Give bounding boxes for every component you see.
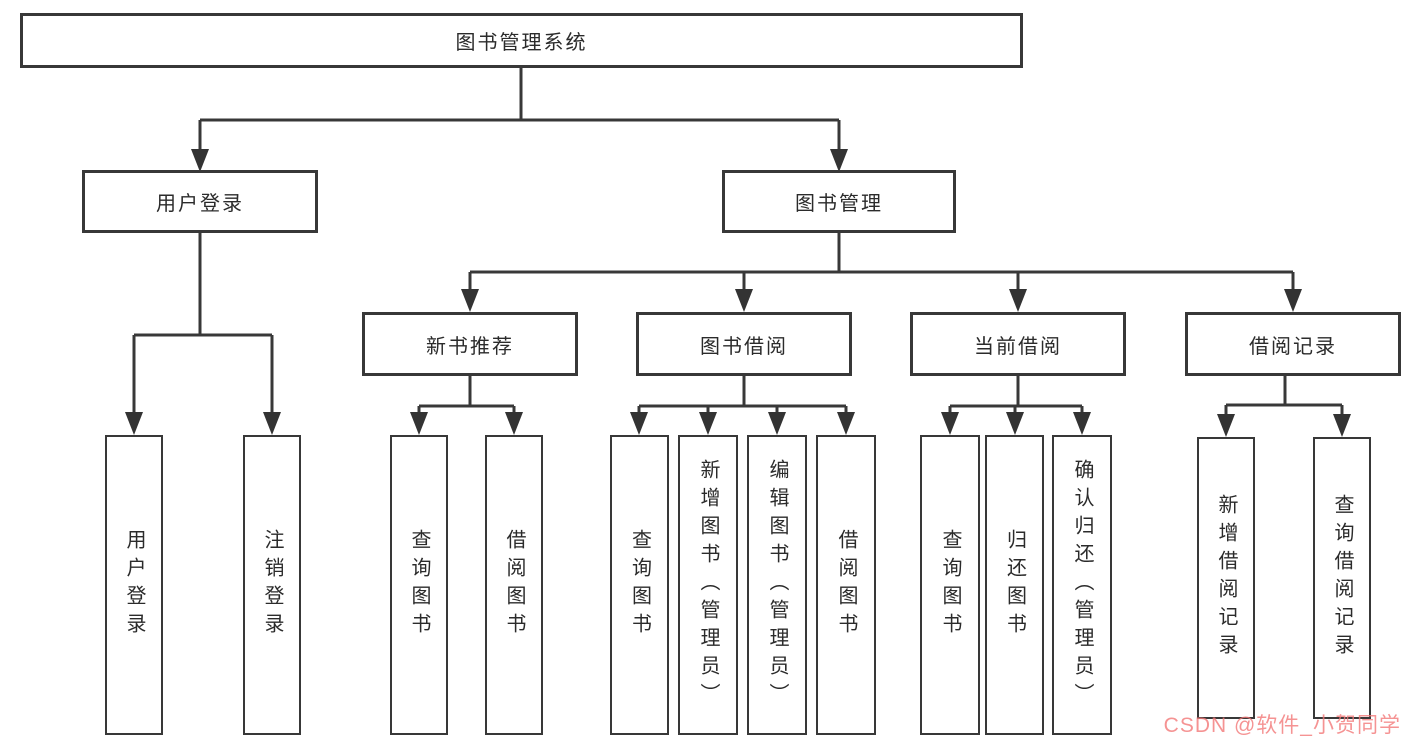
- arrowhead: [505, 412, 523, 435]
- node-current-borrowing: 当前借阅: [910, 312, 1126, 376]
- connector-borrowing-records: [1224, 376, 1344, 423]
- node-label: 注销登录: [261, 529, 283, 641]
- leaf-return-books: 归还图书: [985, 435, 1044, 735]
- node-label: 用户登录: [123, 529, 145, 641]
- arrowhead: [837, 412, 855, 435]
- node-new-book-recommendation: 新书推荐: [362, 312, 578, 376]
- leaf-query-books-borrowing: 查询图书: [610, 435, 669, 735]
- leaf-query-borrow-record: 查询借阅记录: [1313, 437, 1371, 719]
- node-label: 借阅记录: [1249, 335, 1337, 358]
- leaf-query-books-recommend: 查询图书: [390, 435, 448, 735]
- leaf-query-books-current: 查询图书: [920, 435, 980, 735]
- arrowhead: [941, 412, 959, 435]
- node-label: 查询图书: [939, 529, 961, 641]
- leaf-borrow-books: 借阅图书: [816, 435, 876, 735]
- node-label: 查询借阅记录: [1331, 494, 1353, 662]
- node-book-borrowing: 图书借阅: [636, 312, 852, 376]
- node-label: 用户登录: [156, 193, 244, 215]
- node-label: 新增借阅记录: [1215, 494, 1237, 662]
- arrowhead: [1333, 414, 1351, 437]
- node-borrowing-records: 借阅记录: [1185, 312, 1401, 376]
- arrowhead: [1073, 412, 1091, 435]
- arrowhead: [1284, 289, 1302, 312]
- arrowhead: [263, 412, 281, 435]
- leaf-add-borrow-record: 新增借阅记录: [1197, 437, 1255, 719]
- arrowhead: [410, 412, 428, 435]
- arrowheads: [125, 149, 1351, 437]
- node-library-management-system: 图书管理系统: [20, 13, 1023, 68]
- node-label: 图书借阅: [700, 335, 788, 358]
- connector-book-management: [468, 233, 1295, 300]
- node-label: 借阅图书: [835, 529, 857, 641]
- node-label: 新书推荐: [426, 335, 514, 358]
- arrowhead: [735, 289, 753, 312]
- leaf-add-books-admin: 新增图书（管理员）: [678, 435, 738, 735]
- leaf-user-login: 用户登录: [105, 435, 163, 735]
- node-label: 图书管理: [795, 193, 883, 215]
- watermark: CSDN @软件_小贺同学: [1163, 714, 1401, 737]
- arrowhead: [1009, 289, 1027, 312]
- connector-book-borrowing: [637, 376, 848, 421]
- node-book-management: 图书管理: [722, 170, 956, 233]
- leaf-logout: 注销登录: [243, 435, 301, 735]
- leaf-edit-books-admin: 编辑图书（管理员）: [747, 435, 807, 735]
- arrowhead: [699, 412, 717, 435]
- leaf-borrow-books-recommend: 借阅图书: [485, 435, 543, 735]
- node-label: 确认归还（管理员）: [1071, 459, 1093, 711]
- arrowhead: [1217, 414, 1235, 437]
- node-label: 编辑图书（管理员）: [766, 459, 788, 711]
- arrowhead: [125, 412, 143, 435]
- node-label: 当前借阅: [974, 335, 1062, 358]
- node-label: 新增图书（管理员）: [697, 459, 719, 711]
- node-label: 图书管理系统: [455, 32, 588, 54]
- connector-user-login: [132, 233, 274, 421]
- arrowhead: [191, 149, 209, 172]
- arrowhead: [830, 149, 848, 172]
- connector-new-book-recommendation: [417, 376, 516, 421]
- arrowhead: [1006, 412, 1024, 435]
- node-user-login: 用户登录: [82, 170, 318, 233]
- connector-root: [198, 68, 841, 155]
- arrowhead: [768, 412, 786, 435]
- node-label: 借阅图书: [503, 529, 525, 641]
- node-label: 查询图书: [628, 529, 651, 641]
- node-label: 归还图书: [1003, 529, 1026, 641]
- arrowhead: [630, 412, 648, 435]
- node-label: 查询图书: [408, 529, 430, 641]
- arrowhead: [461, 289, 479, 312]
- leaf-confirm-return-admin: 确认归还（管理员）: [1052, 435, 1112, 735]
